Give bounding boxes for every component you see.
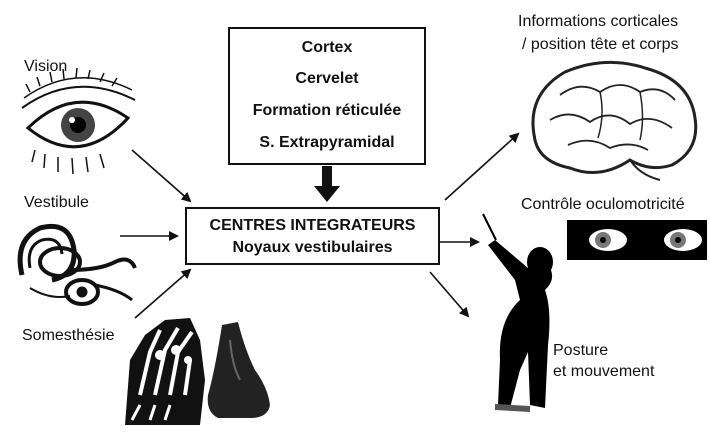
label-posture-2: et mouvement	[553, 362, 654, 382]
arrow-top-down	[314, 166, 340, 202]
center-box-subtitle: Noyaux vestibulaires	[187, 239, 438, 257]
golfer-icon	[483, 214, 553, 412]
label-posture-1: Posture	[553, 341, 608, 361]
label-vestibule: Vestibule	[24, 193, 89, 213]
brain-icon	[533, 62, 696, 180]
inner-ear-icon	[20, 226, 135, 304]
label-cortical-2: / position tête et corps	[522, 35, 679, 55]
label-vision: Vision	[24, 57, 67, 77]
hand-icon	[125, 318, 205, 425]
arrow-posture	[430, 272, 468, 316]
arrow-cortical	[445, 134, 518, 200]
center-box-title: CENTRES INTEGRATEURS	[187, 217, 438, 235]
eyes-icon	[567, 220, 707, 260]
label-somesthesie: Somesthésie	[22, 326, 115, 346]
foot-icon	[208, 322, 270, 418]
label-cortical-1: Informations corticales	[518, 12, 678, 32]
arrow-somesthesie	[135, 270, 190, 318]
top-box-line-cervelet: Cervelet	[230, 70, 424, 88]
top-box-line-extrapyramidal: S. Extrapyramidal	[230, 134, 424, 152]
top-box: Cortex Cervelet Formation réticulée S. E…	[228, 27, 426, 165]
eye-icon	[22, 68, 135, 174]
center-box: CENTRES INTEGRATEURS Noyaux vestibulaire…	[185, 207, 440, 265]
top-box-line-formation: Formation réticulée	[230, 102, 424, 120]
label-oculo: Contrôle oculomotricité	[521, 195, 685, 215]
top-box-line-cortex: Cortex	[230, 39, 424, 57]
arrow-vision	[132, 150, 190, 201]
